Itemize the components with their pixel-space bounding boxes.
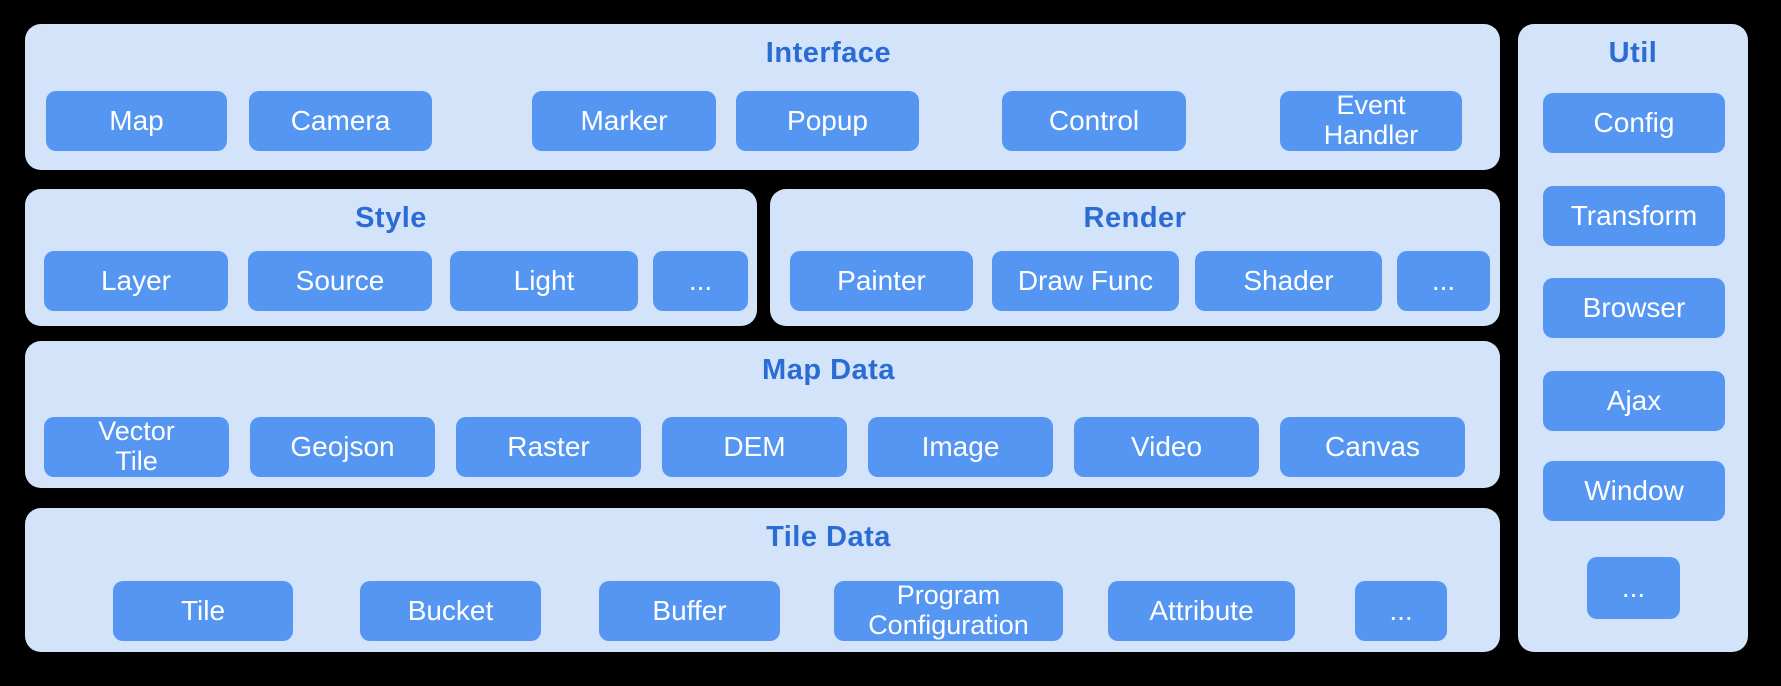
panel-tile-data: Tile Data Tile Bucket Buffer Program Con… xyxy=(25,508,1500,652)
block-transform: Transform xyxy=(1543,186,1725,246)
block-source: Source xyxy=(248,251,432,311)
block-layer: Layer xyxy=(44,251,228,311)
block-marker: Marker xyxy=(532,91,716,151)
block-ajax: Ajax xyxy=(1543,371,1725,431)
block-attribute: Attribute xyxy=(1108,581,1295,641)
block-camera: Camera xyxy=(249,91,432,151)
panel-map-data: Map Data Vector Tile Geojson Raster DEM … xyxy=(25,341,1500,488)
block-browser: Browser xyxy=(1543,278,1725,338)
panel-util: Util Config Transform Browser Ajax Windo… xyxy=(1518,24,1748,652)
panel-style: Style Layer Source Light ... xyxy=(25,189,757,326)
block-util-more: ... xyxy=(1587,557,1680,619)
panel-title-map-data: Map Data xyxy=(762,354,895,386)
panel-title-tile-data: Tile Data xyxy=(766,521,891,553)
block-tile-data-more: ... xyxy=(1355,581,1447,641)
block-draw-func: Draw Func xyxy=(992,251,1179,311)
block-vector-tile: Vector Tile xyxy=(44,416,229,477)
block-canvas: Canvas xyxy=(1280,417,1465,477)
block-map: Map xyxy=(46,91,227,151)
block-config: Config xyxy=(1543,93,1725,153)
panel-title-interface: Interface xyxy=(765,37,892,69)
block-painter: Painter xyxy=(790,251,973,311)
block-event-handler: Event Handler xyxy=(1280,90,1462,151)
panel-title-style: Style xyxy=(355,202,427,234)
panel-title-util: Util xyxy=(1608,37,1658,69)
block-popup: Popup xyxy=(736,91,919,151)
panel-interface: Interface Map Camera Marker Popup Contro… xyxy=(25,24,1500,170)
block-raster: Raster xyxy=(456,417,641,477)
block-buffer: Buffer xyxy=(599,581,780,641)
block-tile: Tile xyxy=(113,581,293,641)
block-video: Video xyxy=(1074,417,1259,477)
block-style-more: ... xyxy=(653,251,748,311)
block-shader: Shader xyxy=(1195,251,1382,311)
block-window: Window xyxy=(1543,461,1725,521)
block-light: Light xyxy=(450,251,638,311)
block-program-configuration: Program Configuration xyxy=(834,580,1063,641)
block-control: Control xyxy=(1002,91,1186,151)
panel-render: Render Painter Draw Func Shader ... xyxy=(770,189,1500,326)
panel-title-render: Render xyxy=(1083,202,1187,234)
block-render-more: ... xyxy=(1397,251,1490,311)
block-dem: DEM xyxy=(662,417,847,477)
block-geojson: Geojson xyxy=(250,417,435,477)
block-bucket: Bucket xyxy=(360,581,541,641)
block-image: Image xyxy=(868,417,1053,477)
